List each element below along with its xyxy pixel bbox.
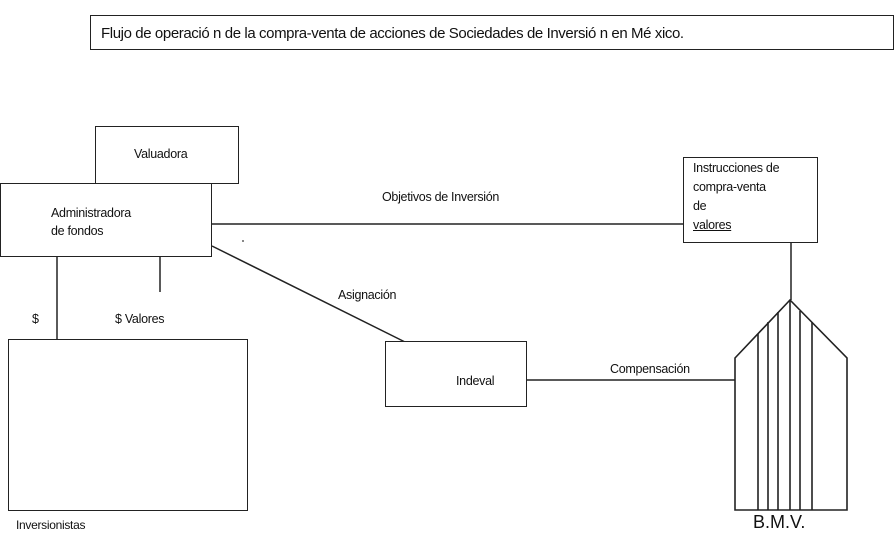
valuadora-label: Valuadora [134, 147, 188, 161]
inversionistas-label: Inversionistas [16, 518, 86, 532]
edge-dollar-label: $ [32, 312, 39, 326]
administradora-node: Administradora de fondos [0, 183, 212, 257]
edge-compensacion-label: Compensación [610, 362, 690, 376]
instrucciones-label-line4: valores [693, 218, 732, 232]
administradora-label-line2: de fondos [51, 224, 104, 238]
bmv-building-icon [734, 298, 848, 511]
administradora-label-line1: Administradora [51, 206, 131, 220]
edge-asignacion-line [211, 245, 406, 343]
instrucciones-label-line3: de [693, 199, 707, 213]
title-text: Flujo de operació n de la compra-venta d… [101, 25, 684, 42]
indeval-node: Indeval [385, 341, 527, 407]
indeval-label: Indeval [456, 374, 495, 388]
inversionistas-node [8, 339, 248, 511]
instrucciones-label-line1: Instrucciones de [693, 161, 780, 175]
instrucciones-node: Instrucciones de compra-venta de valores [683, 157, 818, 243]
valuadora-node: Valuadora [95, 126, 239, 184]
instrucciones-label-line2: compra-venta [693, 180, 766, 194]
edge-objetivos-label: Objetivos de Inversión [382, 190, 500, 204]
stray-dot [242, 240, 244, 242]
bmv-label: B.M.V. [753, 512, 806, 532]
diagram-title: Flujo de operació n de la compra-venta d… [90, 15, 894, 50]
edge-asignacion-label: Asignación [338, 288, 397, 302]
edge-valores-label: $ Valores [115, 312, 165, 326]
